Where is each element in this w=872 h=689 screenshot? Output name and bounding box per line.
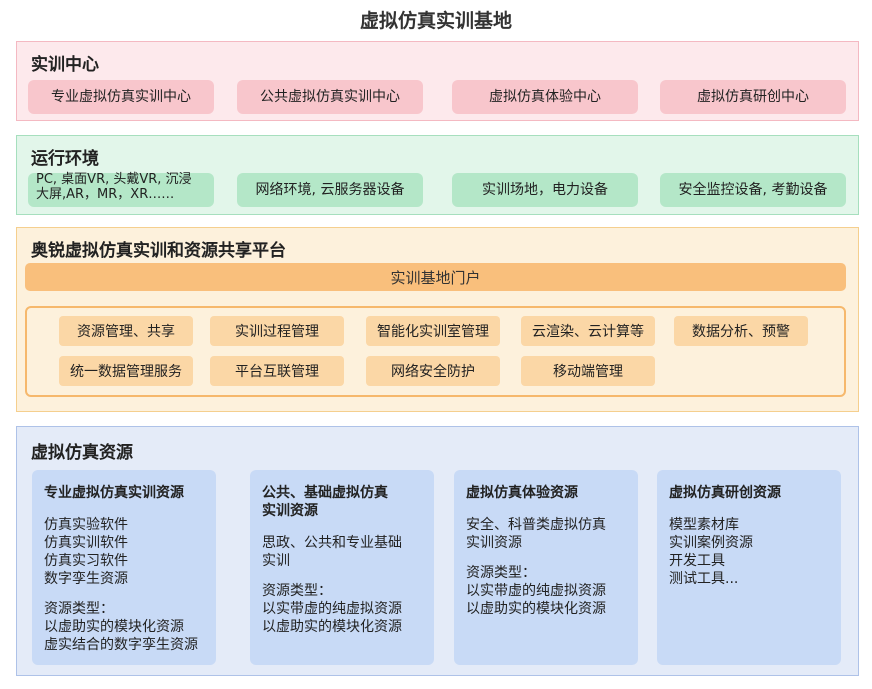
- resource-line: 模型素材库: [669, 517, 739, 533]
- resource-type-line: 以实带虚的纯虚拟资源: [262, 601, 402, 617]
- resource-line: 仿真实习软件: [44, 553, 128, 569]
- resource-line: 实训资源: [466, 535, 522, 551]
- training-center-title: 实训中心: [31, 55, 99, 75]
- resource-line: 实训: [262, 553, 290, 569]
- env-item-devices-line2: 大屏,AR，MR，XR……: [36, 186, 175, 202]
- resource-type-line: 以虚助实的模块化资源: [466, 601, 606, 617]
- resource-card-title: 虚拟仿真体验资源: [466, 485, 578, 501]
- module-network-security: 网络安全防护: [366, 356, 500, 386]
- resource-card-title: 虚拟仿真研创资源: [669, 485, 781, 501]
- module-mobile: 移动端管理: [521, 356, 655, 386]
- resource-type-label: 资源类型：: [44, 601, 114, 617]
- resource-type-label: 资源类型：: [466, 565, 536, 581]
- resources-section: 虚拟仿真资源 专业虚拟仿真实训资源 仿真实验软件 仿真实训软件 仿真实习软件 数…: [16, 426, 859, 676]
- env-item-devices-line1: PC, 桌面VR, 头戴VR, 沉浸: [36, 172, 192, 187]
- center-item-experience: 虚拟仿真体验中心: [452, 80, 638, 114]
- module-smart-lab: 智能化实训室管理: [366, 316, 500, 346]
- resource-line: 仿真实训软件: [44, 535, 128, 551]
- module-data-analysis: 数据分析、预警: [674, 316, 808, 346]
- resource-type-line: 以虚助实的模块化资源: [262, 619, 402, 635]
- training-center-section: 实训中心 专业虚拟仿真实训中心 公共虚拟仿真实训中心 虚拟仿真体验中心 虚拟仿真…: [16, 41, 859, 121]
- module-process-management: 实训过程管理: [210, 316, 344, 346]
- resource-line: 开发工具: [669, 553, 725, 569]
- resource-line: 测试工具...: [669, 571, 739, 587]
- platform-title: 奥锐虚拟仿真实训和资源共享平台: [31, 241, 286, 261]
- resource-card-professional: 专业虚拟仿真实训资源 仿真实验软件 仿真实训软件 仿真实习软件 数字孪生资源 资…: [32, 470, 216, 665]
- resource-type-label: 资源类型：: [262, 583, 332, 599]
- runtime-environment-title: 运行环境: [31, 149, 99, 169]
- module-unified-data: 统一数据管理服务: [59, 356, 193, 386]
- resource-card-title: 专业虚拟仿真实训资源: [44, 485, 184, 501]
- resource-card-title-line2: 实训资源: [262, 503, 318, 519]
- resource-type-line: 以虚助实的模块化资源: [44, 619, 184, 635]
- resource-card-public: 公共、基础虚拟仿真 实训资源 思政、公共和专业基础 实训 资源类型： 以实带虚的…: [250, 470, 434, 665]
- resource-line: 数字孪生资源: [44, 571, 128, 587]
- resource-card-experience: 虚拟仿真体验资源 安全、科普类虚拟仿真 实训资源 资源类型： 以实带虚的纯虚拟资…: [454, 470, 638, 665]
- resources-title: 虚拟仿真资源: [31, 443, 133, 463]
- resource-line: 安全、科普类虚拟仿真: [466, 517, 606, 533]
- module-interconnect: 平台互联管理: [210, 356, 344, 386]
- module-cloud: 云渲染、云计算等: [521, 316, 655, 346]
- center-item-research: 虚拟仿真研创中心: [660, 80, 846, 114]
- center-item-professional: 专业虚拟仿真实训中心: [28, 80, 214, 114]
- env-item-security: 安全监控设备, 考勤设备: [660, 173, 846, 207]
- resource-type-line: 以实带虚的纯虚拟资源: [466, 583, 606, 599]
- resource-card-title: 公共、基础虚拟仿真 实训资源: [262, 484, 422, 520]
- resource-card-research: 虚拟仿真研创资源 模型素材库 实训案例资源 开发工具 测试工具...: [657, 470, 841, 665]
- env-item-network: 网络环境, 云服务器设备: [237, 173, 423, 207]
- env-item-devices: PC, 桌面VR, 头戴VR, 沉浸 大屏,AR，MR，XR……: [28, 172, 214, 207]
- module-resource-management: 资源管理、共享: [59, 316, 193, 346]
- resource-type-line: 虚实结合的数字孪生资源: [44, 637, 198, 653]
- resource-line: 思政、公共和专业基础: [262, 535, 402, 551]
- env-item-site: 实训场地，电力设备: [452, 173, 638, 207]
- platform-modules-box: 资源管理、共享 实训过程管理 智能化实训室管理 云渲染、云计算等 数据分析、预警…: [25, 306, 846, 397]
- resource-line: 仿真实验软件: [44, 517, 128, 533]
- resource-line: 实训案例资源: [669, 535, 753, 551]
- portal-bar: 实训基地门户: [25, 263, 846, 291]
- page-title: 虚拟仿真实训基地: [359, 10, 512, 32]
- platform-section: 奥锐虚拟仿真实训和资源共享平台 实训基地门户 资源管理、共享 实训过程管理 智能…: [16, 227, 859, 412]
- center-item-public: 公共虚拟仿真实训中心: [237, 80, 423, 114]
- resource-card-title-line1: 公共、基础虚拟仿真: [262, 485, 388, 501]
- runtime-environment-section: 运行环境 PC, 桌面VR, 头戴VR, 沉浸 大屏,AR，MR，XR…… 网络…: [16, 135, 859, 215]
